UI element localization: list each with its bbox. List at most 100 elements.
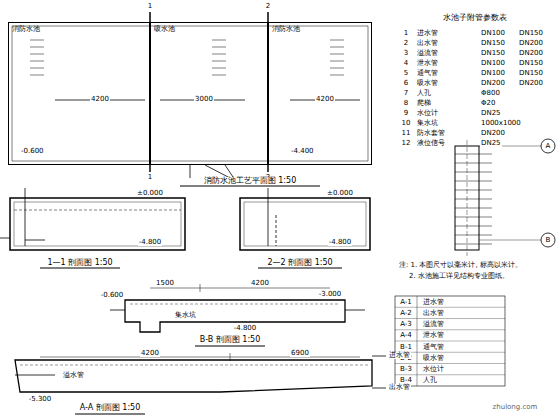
table-cell: 3 <box>403 50 409 57</box>
table-cell: 水位计 <box>416 110 439 117</box>
table-cell: 1 <box>403 30 409 37</box>
legend-code: A-3 <box>399 321 413 328</box>
dimension: 6900 <box>290 350 310 357</box>
legend-text: 吸水管 <box>422 355 445 362</box>
tank-chamber: 消防水池 <box>268 22 372 165</box>
section-mark: 2 <box>265 3 271 10</box>
legend-code: B-3 <box>399 366 413 373</box>
table-cell: DN150 <box>518 70 544 77</box>
elevation: -5.300 <box>28 396 53 403</box>
view-title: 消防水池工艺平面图 1:50 <box>203 177 298 185</box>
note: 注: 1. 本图尺寸以毫米计, 标高以米计。 <box>398 262 523 269</box>
part-name: 集水坑 <box>174 312 197 319</box>
dimension: 4200 <box>250 280 270 287</box>
table-cell: 防水套管 <box>416 130 446 137</box>
chamber-name: 消防水池 <box>269 23 371 36</box>
table-cell: 7 <box>403 90 409 97</box>
chamber-name: 吸水池 <box>151 23 267 36</box>
legend-code: A-4 <box>399 332 413 339</box>
elevation: ±0.000 <box>136 190 164 197</box>
dimension: 3000 <box>194 96 214 103</box>
dimension: 4200 <box>140 350 160 357</box>
elevation: -3.000 <box>318 291 343 298</box>
pipe-name: 溢水管 <box>62 372 85 379</box>
table-cell: DN150 <box>480 50 506 57</box>
table-title: 水池子附管参数表 <box>442 14 508 22</box>
legend-text: 水位计 <box>422 366 445 373</box>
legend-text: 人孔 <box>422 377 438 384</box>
table-cell: 爬梯 <box>416 100 432 107</box>
table-cell: 集水坑 <box>416 120 439 127</box>
dimension: 4200 <box>90 96 110 103</box>
table-cell: 1000x1000 <box>480 120 522 127</box>
note: 2. 水池施工详见结构专业图纸。 <box>408 273 510 280</box>
table-cell: DN150 <box>480 40 506 47</box>
table-cell: 通气管 <box>416 70 439 77</box>
table-cell: DN200 <box>480 80 506 87</box>
table-cell: 人孔 <box>416 90 432 97</box>
elevation: ±0.000 <box>326 190 354 197</box>
elevation: -0.600 <box>20 148 45 155</box>
table-cell: DN150 <box>518 60 544 67</box>
legend-code: A-1 <box>399 299 413 306</box>
view-title: 1—1 剖面图 1:50 <box>46 259 113 267</box>
table-cell: DN25 <box>480 110 502 117</box>
elevation: -4.800 <box>328 239 353 246</box>
elevation: -4.800 <box>233 325 258 332</box>
legend-text: 泄水管 <box>422 332 445 339</box>
table-cell: 12 <box>401 140 412 147</box>
dimension: 4200 <box>315 96 335 103</box>
table-cell: 4 <box>403 60 409 67</box>
table-cell: 2 <box>403 40 409 47</box>
legend-text: 进水管 <box>422 299 445 306</box>
table-cell: DN150 <box>518 30 544 37</box>
dimension: 1500 <box>155 280 175 287</box>
table-cell: 6 <box>403 80 409 87</box>
table-cell: Φ20 <box>480 100 496 107</box>
table-cell: 液位信号 <box>416 140 446 147</box>
table-cell: 吸水管 <box>416 80 439 87</box>
table-cell: DN200 <box>518 80 544 87</box>
table-cell: DN25 <box>480 140 502 147</box>
legend-code: A-2 <box>399 310 413 317</box>
table-cell: DN100 <box>480 70 506 77</box>
chamber-name: 消防水池 <box>9 23 149 36</box>
pipe-name: 出水管 <box>388 384 411 391</box>
watermark: zhulong.com <box>492 404 539 411</box>
elevation: -0.600 <box>100 292 125 299</box>
view-title: B-B 剖面图 1:50 <box>199 336 262 344</box>
table-cell: 10 <box>401 120 412 127</box>
table-cell: 溢流管 <box>416 50 439 57</box>
tank-chamber: 吸水池 <box>150 22 268 165</box>
table-cell: 出水管 <box>416 40 439 47</box>
table-cell: DN200 <box>518 40 544 47</box>
legend-text: 通气管 <box>422 344 445 351</box>
axis-bubble: A <box>545 143 552 150</box>
table-cell: DN100 <box>480 30 506 37</box>
legend-text: 出水管 <box>422 310 445 317</box>
table-cell: DN200 <box>480 130 506 137</box>
view-title: 2—2 剖面图 1:50 <box>266 259 333 267</box>
pipe-name: 进水管 <box>388 352 411 359</box>
table-cell: Φ800 <box>480 90 501 97</box>
table-cell: 8 <box>403 100 409 107</box>
table-cell: 进水管 <box>416 30 439 37</box>
table-cell: DN200 <box>518 50 544 57</box>
table-cell: 11 <box>401 130 412 137</box>
table-cell: 泄水管 <box>416 60 439 67</box>
table-cell: 9 <box>403 110 409 117</box>
elevation: -4.400 <box>290 148 315 155</box>
table-cell: 5 <box>403 70 409 77</box>
axis-bubble: B <box>545 237 552 244</box>
view-title: A-A 剖面图 1:50 <box>79 404 142 412</box>
section-mark: 1 <box>147 3 153 10</box>
section-mark: 1 <box>147 174 153 181</box>
tank-chamber: 消防水池 <box>8 22 150 165</box>
table-cell: DN100 <box>480 60 506 67</box>
legend-text: 溢流管 <box>422 321 445 328</box>
elevation: -4.800 <box>138 239 163 246</box>
legend-code: B-1 <box>399 344 413 351</box>
